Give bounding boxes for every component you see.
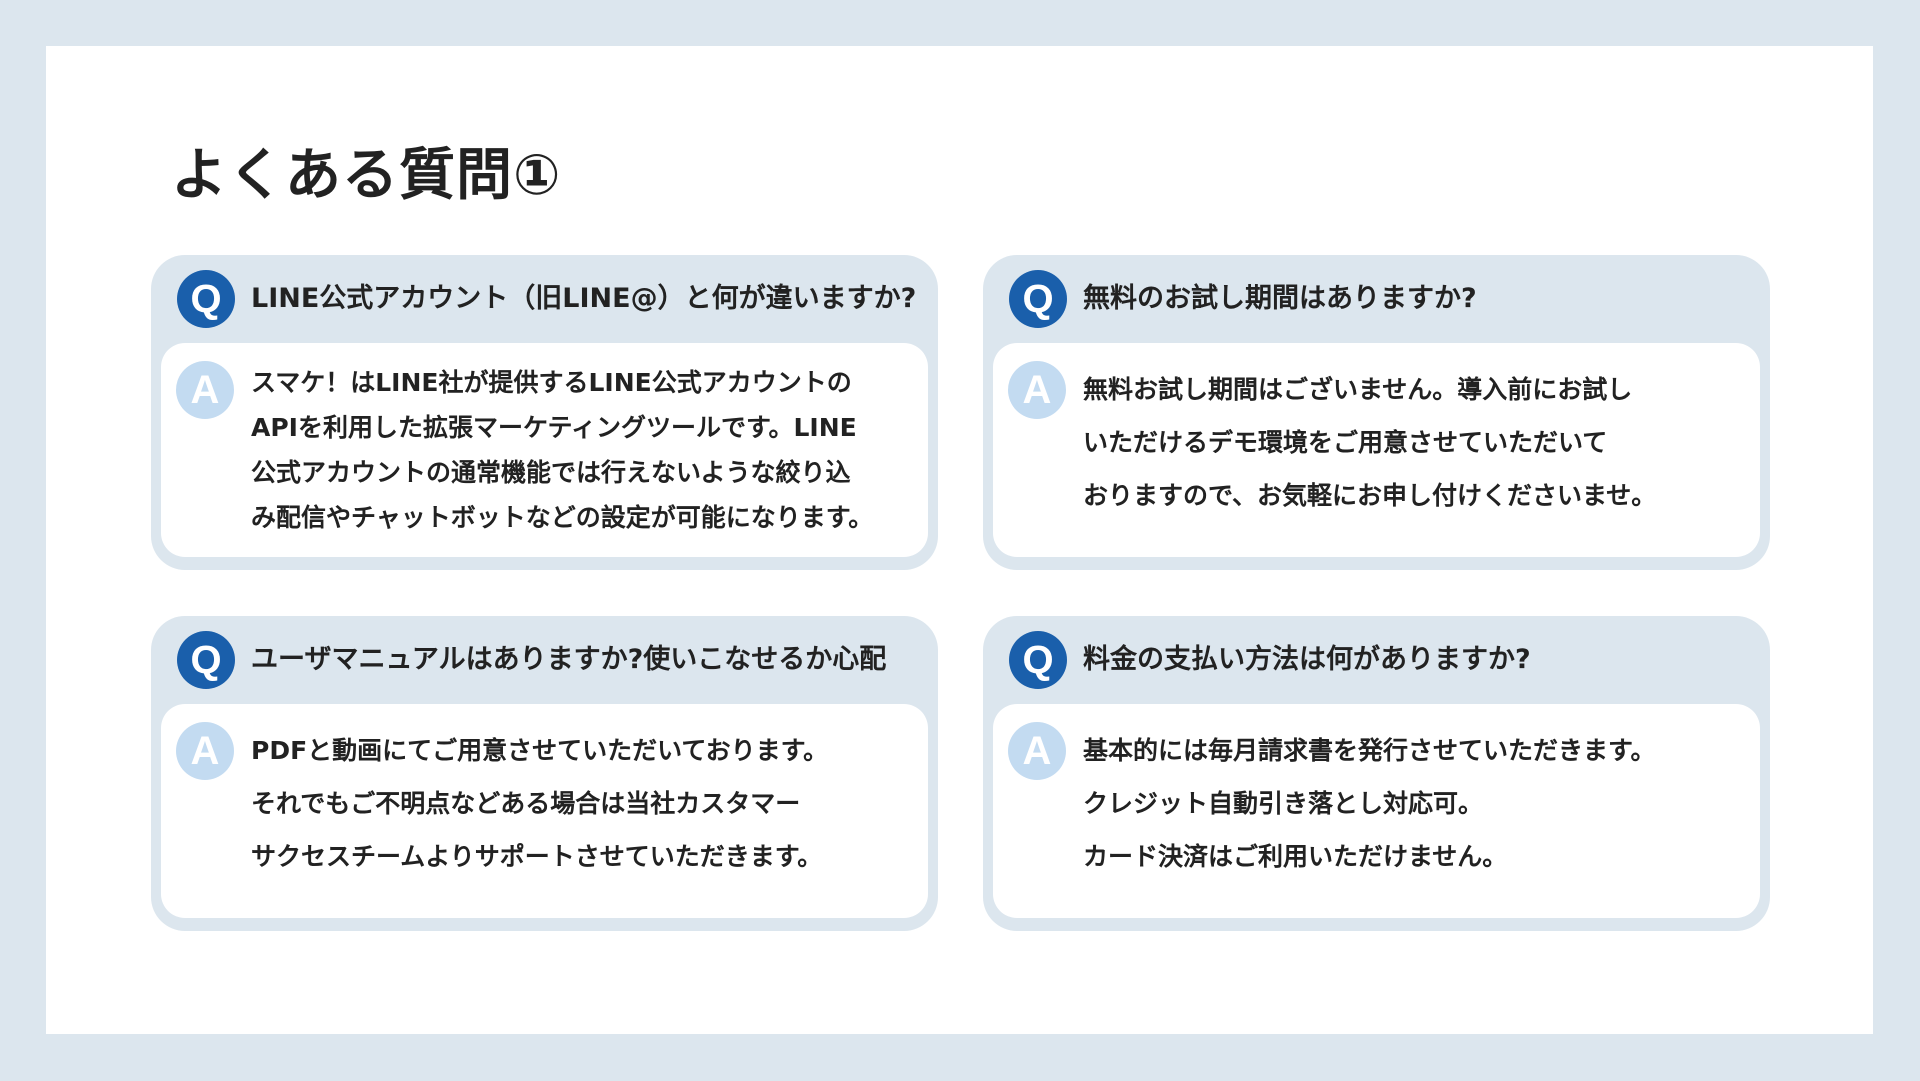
- question-row: Q 料金の支払い方法は何がありますか?: [983, 616, 1770, 704]
- answer-badge-icon: A: [1008, 722, 1066, 780]
- answer-text: スマケ！はLINE社が提供するLINE公式アカウントの APIを利用した拡張マー…: [251, 360, 873, 540]
- question-row: Q 無料のお試し期間はありますか?: [983, 255, 1770, 343]
- answer-line: いただけるデモ環境をご用意させていただいて: [1083, 428, 1608, 457]
- answer-line: カード決済はご利用いただけません。: [1083, 842, 1508, 871]
- answer-line: クレジット自動引き落とし対応可。: [1083, 789, 1484, 818]
- faq-card-4: Q 料金の支払い方法は何がありますか? A 基本的には毎月請求書を発行させていた…: [983, 616, 1770, 931]
- answer-box: A PDFと動画にてご用意させていただいております。 それでもご不明点などある場…: [161, 704, 928, 918]
- answer-line: サクセスチームよりサポートさせていただきます。: [251, 842, 823, 871]
- answer-line: PDFと動画にてご用意させていただいております。: [251, 736, 829, 765]
- answer-text: PDFと動画にてご用意させていただいております。 それでもご不明点などある場合は…: [251, 724, 828, 883]
- question-badge-icon: Q: [1009, 631, 1067, 689]
- answer-line: み配信やチャットボットなどの設定が可能になります。: [251, 503, 874, 532]
- question-text: 料金の支払い方法は何がありますか?: [1083, 644, 1531, 675]
- question-badge-icon: Q: [177, 631, 235, 689]
- question-row: Q ユーザマニュアルはありますか?使いこなせるか心配: [151, 616, 938, 704]
- answer-box: A スマケ！はLINE社が提供するLINE公式アカウントの APIを利用した拡張…: [161, 343, 928, 557]
- question-text: 無料のお試し期間はありますか?: [1083, 283, 1477, 314]
- answer-line: 無料お試し期間はございません。導入前にお試し: [1083, 375, 1633, 404]
- faq-card-1: Q LINE公式アカウント（旧LINE@）と何が違いますか? A スマケ！はLI…: [151, 255, 938, 570]
- answer-line: スマケ！はLINE社が提供するLINE公式アカウントの: [251, 368, 852, 397]
- question-text: LINE公式アカウント（旧LINE@）と何が違いますか?: [251, 283, 917, 314]
- answer-badge-icon: A: [176, 361, 234, 419]
- answer-line: APIを利用した拡張マーケティングツールです。LINE: [251, 413, 857, 442]
- answer-line: おりますので、お気軽にお申し付けくださいませ。: [1083, 481, 1657, 510]
- slide: よくある質問① Q LINE公式アカウント（旧LINE@）と何が違いますか? A…: [46, 46, 1873, 1034]
- question-badge-icon: Q: [1009, 270, 1067, 328]
- answer-line: それでもご不明点などある場合は当社カスタマー: [251, 789, 801, 818]
- answer-badge-icon: A: [1008, 361, 1066, 419]
- page-title: よくある質問①: [171, 143, 562, 208]
- answer-box: A 無料お試し期間はございません。導入前にお試し いただけるデモ環境をご用意させ…: [993, 343, 1760, 557]
- faq-card-2: Q 無料のお試し期間はありますか? A 無料お試し期間はございません。導入前にお…: [983, 255, 1770, 570]
- answer-line: 基本的には毎月請求書を発行させていただきます。: [1083, 736, 1656, 765]
- question-text: ユーザマニュアルはありますか?使いこなせるか心配: [251, 644, 887, 675]
- answer-text: 無料お試し期間はございません。導入前にお試し いただけるデモ環境をご用意させてい…: [1083, 363, 1656, 522]
- question-row: Q LINE公式アカウント（旧LINE@）と何が違いますか?: [151, 255, 938, 343]
- answer-line: 公式アカウントの通常機能では行えないような絞り込: [251, 458, 851, 487]
- answer-text: 基本的には毎月請求書を発行させていただきます。 クレジット自動引き落とし対応可。…: [1083, 724, 1656, 883]
- answer-badge-icon: A: [176, 722, 234, 780]
- question-badge-icon: Q: [177, 270, 235, 328]
- faq-card-3: Q ユーザマニュアルはありますか?使いこなせるか心配 A PDFと動画にてご用意…: [151, 616, 938, 931]
- answer-box: A 基本的には毎月請求書を発行させていただきます。 クレジット自動引き落とし対応…: [993, 704, 1760, 918]
